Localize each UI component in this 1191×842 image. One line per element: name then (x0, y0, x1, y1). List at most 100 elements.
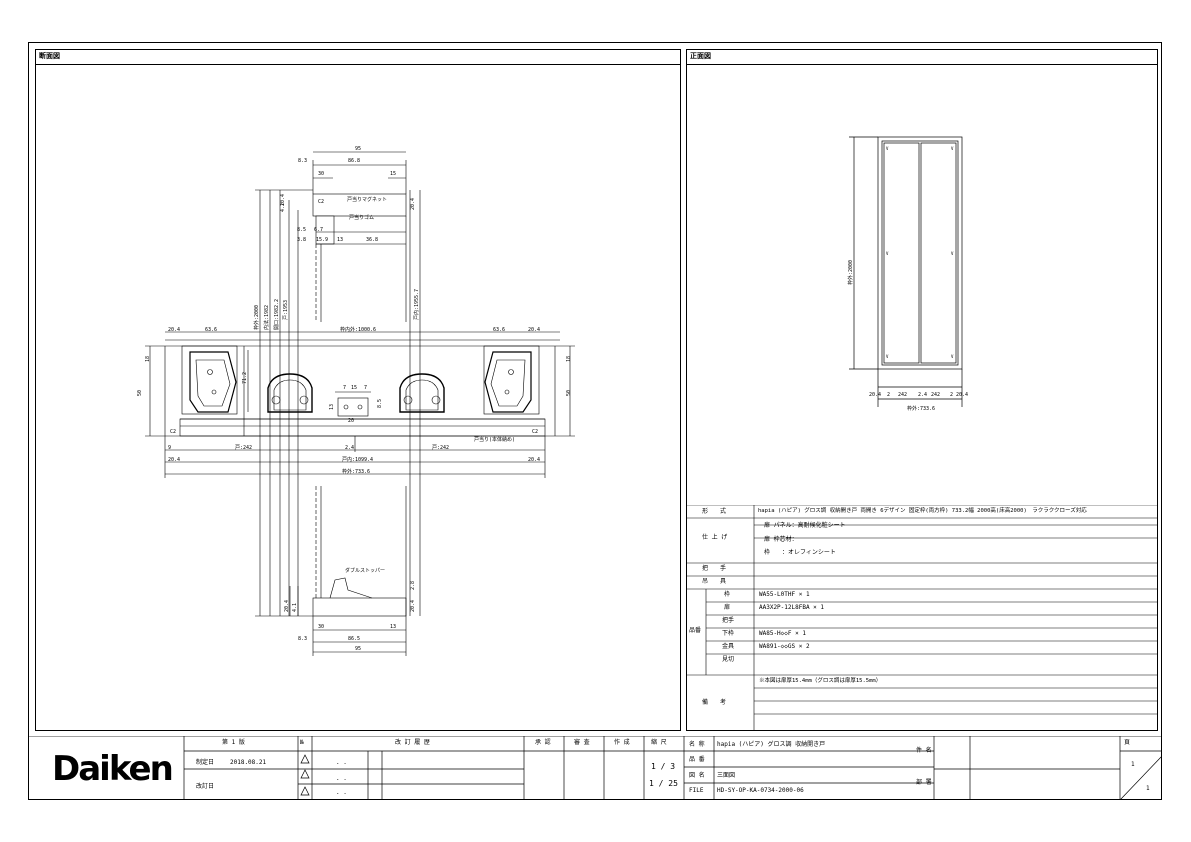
long-dim-5: 戸内:1955.7 (413, 289, 420, 320)
case-label: 件 名 (916, 747, 932, 754)
stop-note: 戸当り(本体納め) (474, 436, 515, 443)
side-dim-6: 18 (566, 356, 572, 362)
mid-dim-6: 20 (348, 418, 354, 424)
part-name-4: 金具 (722, 643, 735, 650)
spec-parts-label: 品番 (689, 627, 702, 634)
side-dim-8: 50 (566, 390, 572, 396)
dim-top-a: 30 (318, 171, 324, 177)
bot-dim-h3: 20.4 (410, 600, 416, 612)
section-drawing: 95 86.8 8.3 30 15 戸当りマグネット 戸当りゴム ダブルストッパ… (137, 146, 575, 656)
overall-inner: 戸内:1099.4 (342, 456, 373, 463)
spec-type-value: hapia (ハピア) グロス調 収納開き戸 両開き 6デザイン 固定枠(両方枠… (758, 508, 1087, 514)
callout-2: 戸当りゴム (349, 214, 374, 221)
spec-hanger-label: 吊 具 (702, 578, 727, 585)
dept-label: 部 署 (916, 779, 932, 786)
vdim-7: 4.1 (280, 203, 286, 212)
bot-dim-a: 30 (318, 624, 324, 630)
bot-dim-total: 95 (355, 646, 361, 652)
side-dim-2: 63.6 (205, 327, 217, 333)
vdim-1: 8.5 (297, 227, 306, 233)
mid-dim-5: 8.5 (377, 399, 383, 408)
long-dim-4: 戸:1953 (283, 300, 289, 320)
callout-1: 戸当りマグネット (347, 196, 387, 203)
part-name-3: 下枠 (722, 630, 735, 637)
model-label: 品 番 (689, 756, 705, 763)
front-dim-4: 2.4 (918, 392, 927, 398)
svg-text:V: V (951, 146, 954, 151)
edition-header: 第 1 版 (222, 739, 245, 746)
side-dim-7: 50 (137, 390, 143, 396)
col-scale: 縮 尺 (651, 739, 667, 746)
scale-1: 1 / 3 (651, 762, 676, 771)
svg-text:V: V (886, 251, 889, 256)
label-c2-left: C2 (170, 429, 176, 435)
label-c2-top: C2 (318, 199, 324, 205)
front-width: 枠外:733.6 (907, 405, 935, 412)
bot-dim-inner: 86.5 (348, 636, 360, 642)
side-dim-4: 20.4 (528, 327, 540, 333)
file-value: HD-SY-OP-KA-0734-2000-06 (717, 787, 804, 794)
spec-type-label: 形 式 (702, 508, 727, 515)
side-dim-5: 18 (145, 356, 151, 362)
drawing-label: 図 名 (689, 772, 705, 779)
mid-dim-3: 7 (364, 385, 367, 391)
bot-dim-h4: 2.8 (410, 581, 416, 590)
rev-row-2: . . (336, 775, 347, 782)
rev-no-header: № (300, 739, 304, 746)
svg-text:V: V (886, 146, 889, 151)
remarks-text: ※本図は扉厚15.4mm（グロス調は扉厚15.5mm） (759, 678, 882, 684)
callout-3: ダブルストッパー (345, 567, 385, 574)
spec-finish-label: 仕 上 げ (702, 534, 728, 541)
part-value-0: WA55-L0THF × 1 (759, 591, 810, 598)
low-dim-3: 2.4 (345, 445, 354, 451)
dim-top-inner: 86.8 (348, 158, 360, 164)
front-dim-2: 2 (887, 392, 890, 398)
title-block-grid (28, 736, 1162, 800)
long-dim-1: 枠外:2000 (253, 305, 260, 330)
col-approve: 承 認 (535, 739, 551, 746)
section-view-title: 断面図 (39, 52, 60, 60)
low-dim-1: 9 (168, 445, 171, 451)
front-view-header-line (686, 64, 1158, 65)
vdim-5: 15.9 (316, 237, 328, 243)
overall-outer: 枠外:733.6 (342, 468, 370, 475)
mid-dim-2: 15 (351, 385, 357, 391)
remarks-label: 備 考 (702, 699, 727, 706)
dim-top-b: 15 (390, 171, 396, 177)
svg-text:V: V (886, 354, 889, 359)
dim-top-offset: 8.3 (298, 158, 307, 164)
dim-top-total: 95 (355, 146, 361, 152)
label-c2-right: C2 (532, 429, 538, 435)
vdim-8: 20.4 (280, 194, 286, 206)
drawing-value: 三面図 (717, 772, 736, 779)
head-rail-dim: 枠内外:1000.6 (340, 326, 376, 333)
section-view-header-line (35, 64, 681, 65)
vdim-2: 6.7 (314, 227, 323, 233)
daiken-logo: Daiken (52, 749, 174, 789)
front-dim-3: 242 (898, 392, 907, 398)
part-name-1: 扉 (724, 604, 731, 611)
side-dim-1: 20.4 (168, 327, 180, 333)
vdim-9: 20.4 (410, 198, 416, 210)
page-top: 1 (1131, 761, 1135, 768)
col-create: 作 成 (614, 739, 630, 746)
revised-label: 改訂日 (196, 783, 215, 790)
spec-handle-label: 把 手 (702, 565, 727, 572)
spec-table-grid (686, 505, 1158, 731)
section-view-panel (35, 49, 681, 731)
part-name-2: 把手 (722, 617, 735, 624)
bot-dim-b: 13 (390, 624, 396, 630)
low-dim-5: 20.4 (168, 457, 180, 463)
spec-finish-2: 扉 枠芯材： (764, 536, 798, 543)
front-dim-5: 242 (931, 392, 940, 398)
part-value-3: WA85-H◇◇F × 1 (759, 630, 806, 637)
part-name-5: 見切 (722, 656, 735, 663)
side-dim-9: 71.2 (242, 372, 248, 384)
name-value: hapia (ハピア) グロス調 収納開き戸 (717, 741, 826, 748)
bot-dim-h1: 4.1 (292, 603, 298, 612)
spec-finish-1: 扉 パネル：高耐候化粧シート (764, 522, 846, 529)
front-dim-7: 20.4 (956, 392, 968, 398)
part-value-4: WA891-◇◇GS × 2 (759, 643, 810, 650)
col-review: 審 査 (574, 739, 590, 746)
